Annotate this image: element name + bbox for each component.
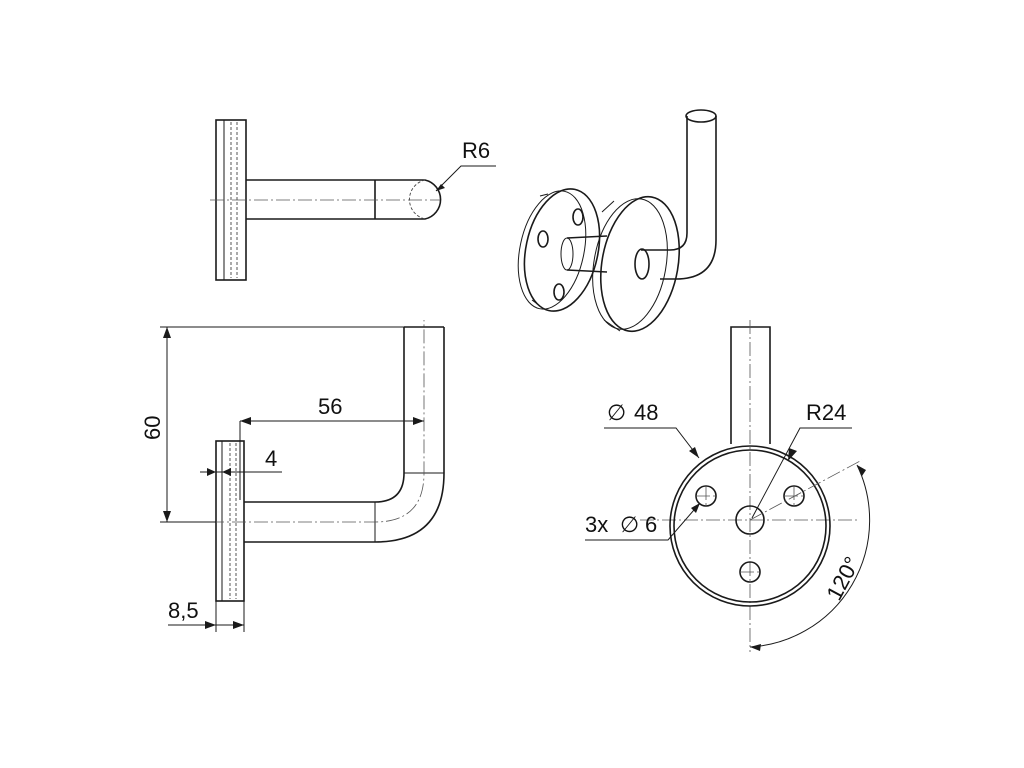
center-hole xyxy=(735,505,765,535)
holes-count-label: 3x xyxy=(585,512,608,537)
r24-leader xyxy=(751,427,852,519)
front-disc xyxy=(599,195,681,333)
back-plate-hole-1 xyxy=(572,208,584,226)
plate-outer-circle xyxy=(669,445,831,607)
dim-8-5-label: 8,5 xyxy=(168,598,199,623)
iso-bent-arm xyxy=(641,116,717,280)
back-plate-hole-3 xyxy=(553,283,565,301)
top-side-view: R6 xyxy=(210,119,496,281)
r24-label: R24 xyxy=(806,400,846,425)
r6-leader xyxy=(435,165,496,192)
dim-60-label: 60 xyxy=(140,416,165,440)
angle-label: 120° xyxy=(821,552,864,604)
dia48-leader xyxy=(604,427,700,459)
holes-dia-symbol: ∅ xyxy=(620,512,639,537)
rod-profile xyxy=(246,179,376,220)
holes-leader xyxy=(585,502,701,541)
dia48-symbol: ∅ xyxy=(607,400,626,425)
rod-rounded-end xyxy=(375,179,442,220)
plate-inner-circle xyxy=(673,449,827,603)
front-plate-profile xyxy=(215,440,245,602)
front-view: 60 56 4 8,5 xyxy=(140,320,445,632)
dia48-label: 48 xyxy=(634,400,658,425)
angle-arc xyxy=(749,464,871,648)
dim-56-label: 56 xyxy=(318,394,342,419)
iso-arm-top xyxy=(685,109,717,123)
back-plate xyxy=(523,188,601,312)
back-plate-hole-2 xyxy=(537,230,549,248)
plate-view-arm xyxy=(730,326,771,444)
r6-label: R6 xyxy=(462,138,490,163)
plate-view: ∅ 48 R24 3x ∅ 6 120° xyxy=(585,320,871,652)
dim-4-label: 4 xyxy=(265,446,277,471)
holes-dia-label: 6 xyxy=(645,512,657,537)
front-rod-profile xyxy=(244,326,445,543)
isometric-view xyxy=(517,109,717,333)
